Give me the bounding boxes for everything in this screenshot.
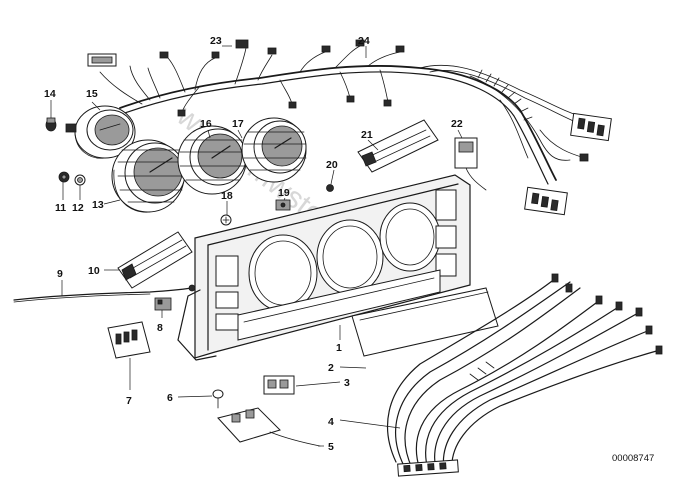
callout-10: 10 [88, 265, 100, 277]
leader-lines [50, 45, 463, 447]
lamp-holder-11 [58, 171, 70, 183]
callout-20: 20 [326, 159, 338, 171]
circuit-bracket-10 [117, 231, 193, 289]
callout-7: 7 [126, 395, 132, 407]
socket-block-5 [217, 407, 321, 447]
screw-6 [212, 389, 224, 409]
switch-22 [454, 137, 487, 191]
callout-labels: 1 2 3 4 5 6 7 8 9 10 11 12 13 14 15 16 1… [44, 35, 463, 453]
callout-21: 21 [361, 129, 373, 141]
callout-9: 9 [57, 268, 63, 280]
gauge-center [177, 125, 247, 195]
clip-8 [154, 297, 172, 311]
callout-2: 2 [328, 362, 334, 374]
callout-22: 22 [451, 118, 463, 130]
callout-17: 17 [232, 118, 244, 130]
callout-1: 1 [336, 342, 342, 354]
callout-3: 3 [344, 377, 350, 389]
callout-6: 6 [167, 392, 173, 404]
callout-14: 14 [44, 88, 56, 100]
callout-8: 8 [157, 322, 163, 334]
circuit-board-7 [107, 321, 151, 359]
lamp-19 [275, 199, 291, 211]
gauge-right [241, 117, 307, 183]
instrument-panel-housing [177, 174, 471, 361]
lamp-holder-12 [74, 174, 86, 186]
wire-bundle-4 [386, 273, 663, 477]
callout-13: 13 [92, 199, 104, 211]
display-lens-strip [351, 287, 499, 357]
callout-19: 19 [278, 187, 290, 199]
callout-23: 23 [210, 35, 222, 47]
switch-3 [263, 375, 295, 395]
main-wiring-harness [87, 39, 612, 216]
harness-connector-lower [524, 186, 568, 216]
screw-18 [220, 214, 232, 226]
callout-24: 24 [358, 35, 370, 47]
diagram-reference-number: 00008747 [612, 453, 654, 464]
callout-15: 15 [86, 88, 98, 100]
callout-5: 5 [328, 441, 334, 453]
bulb-socket [45, 117, 57, 132]
small-gauge [65, 105, 136, 159]
callout-12: 12 [72, 202, 84, 214]
callout-11: 11 [55, 202, 66, 214]
harness-connector-right [570, 112, 612, 142]
callout-4: 4 [328, 416, 334, 428]
callout-18: 18 [221, 190, 233, 202]
callout-16: 16 [200, 118, 212, 130]
speedo-cable [13, 284, 196, 303]
screw-20 [326, 184, 334, 192]
circuit-bracket-21 [357, 119, 439, 173]
large-gauge-left [111, 139, 186, 213]
